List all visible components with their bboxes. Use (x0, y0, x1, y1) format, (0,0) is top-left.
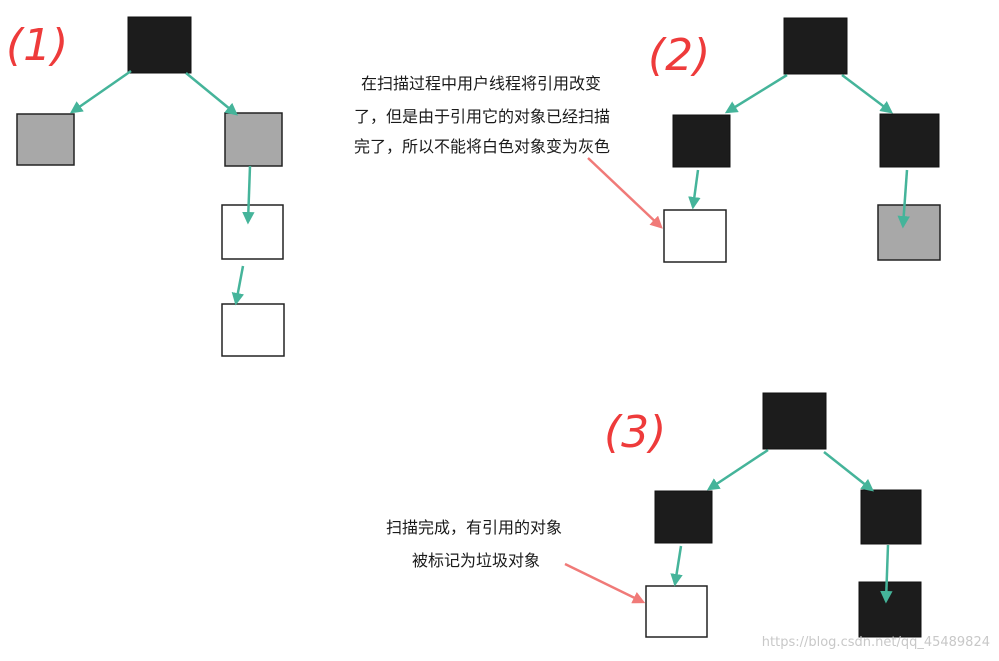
stage-1-label: (1) (6, 20, 68, 71)
stage-3-pointer-arrow (564, 562, 646, 604)
stage-1-grandchild-node-white (221, 303, 285, 357)
stage-2-edge-left-white (688, 169, 701, 210)
stage-2: (2) 在扫描过程中用户线程将引用改变 了，但是由于引用它的对象已经扫描 完了，… (354, 17, 941, 263)
stage-3-right-node-black (860, 489, 922, 545)
stage-2-note-line-3: 完了，所以不能将白色对象变为灰色 (354, 137, 610, 156)
stage-2-left-node-black (672, 114, 731, 168)
stage-2-edge-right-gray (897, 169, 910, 229)
stage-1-root-node-black (127, 16, 192, 74)
stage-2-edge-root-left (724, 73, 788, 114)
stage-3-edge-right-child (880, 544, 893, 604)
stage-2-note-line-2: 了，但是由于引用它的对象已经扫描 (354, 107, 610, 126)
stage-2-gray-node (877, 204, 941, 261)
stage-3-note-line-1: 扫描完成，有引用的对象 (386, 518, 562, 537)
stage-2-white-node (663, 209, 727, 263)
stage-2-pointer-arrow (587, 157, 663, 229)
stage-2-root-node-black (783, 17, 848, 75)
watermark-text: https://blog.csdn.net/qq_45489824 (762, 635, 990, 650)
stage-3-edge-left-white (670, 545, 683, 587)
stage-1-edge-root-left (69, 69, 132, 114)
stage-1-edge-child-grandchild (231, 265, 245, 306)
stage-1-edge-right-child (242, 165, 255, 225)
stage-3-child-node-black (858, 581, 922, 638)
stage-3-edge-root-left (706, 448, 769, 491)
stage-3-white-node (645, 585, 708, 638)
stage-1-left-node-gray (16, 113, 75, 166)
stage-1-right-node-gray (224, 112, 283, 167)
stage-3-label: (3) (604, 407, 666, 458)
stage-3: (3) 扫描完成，有引用的对象 被标记为垃圾对象 (386, 392, 922, 638)
stage-3-note-line-2: 被标记为垃圾对象 (412, 551, 540, 570)
stage-3-root-node-black (762, 392, 827, 450)
stage-3-edge-root-right (823, 451, 874, 492)
stage-1-child-node-white (221, 204, 284, 260)
stage-2-edge-root-right (841, 74, 893, 114)
stage-1-edge-root-right (185, 72, 238, 116)
stage-3-left-node-black (654, 490, 713, 544)
stage-2-note-line-1: 在扫描过程中用户线程将引用改变 (361, 74, 601, 93)
stage-2-label: (2) (648, 30, 710, 81)
stage-2-right-node-black (879, 113, 940, 168)
stage-1: (1) (6, 16, 285, 357)
